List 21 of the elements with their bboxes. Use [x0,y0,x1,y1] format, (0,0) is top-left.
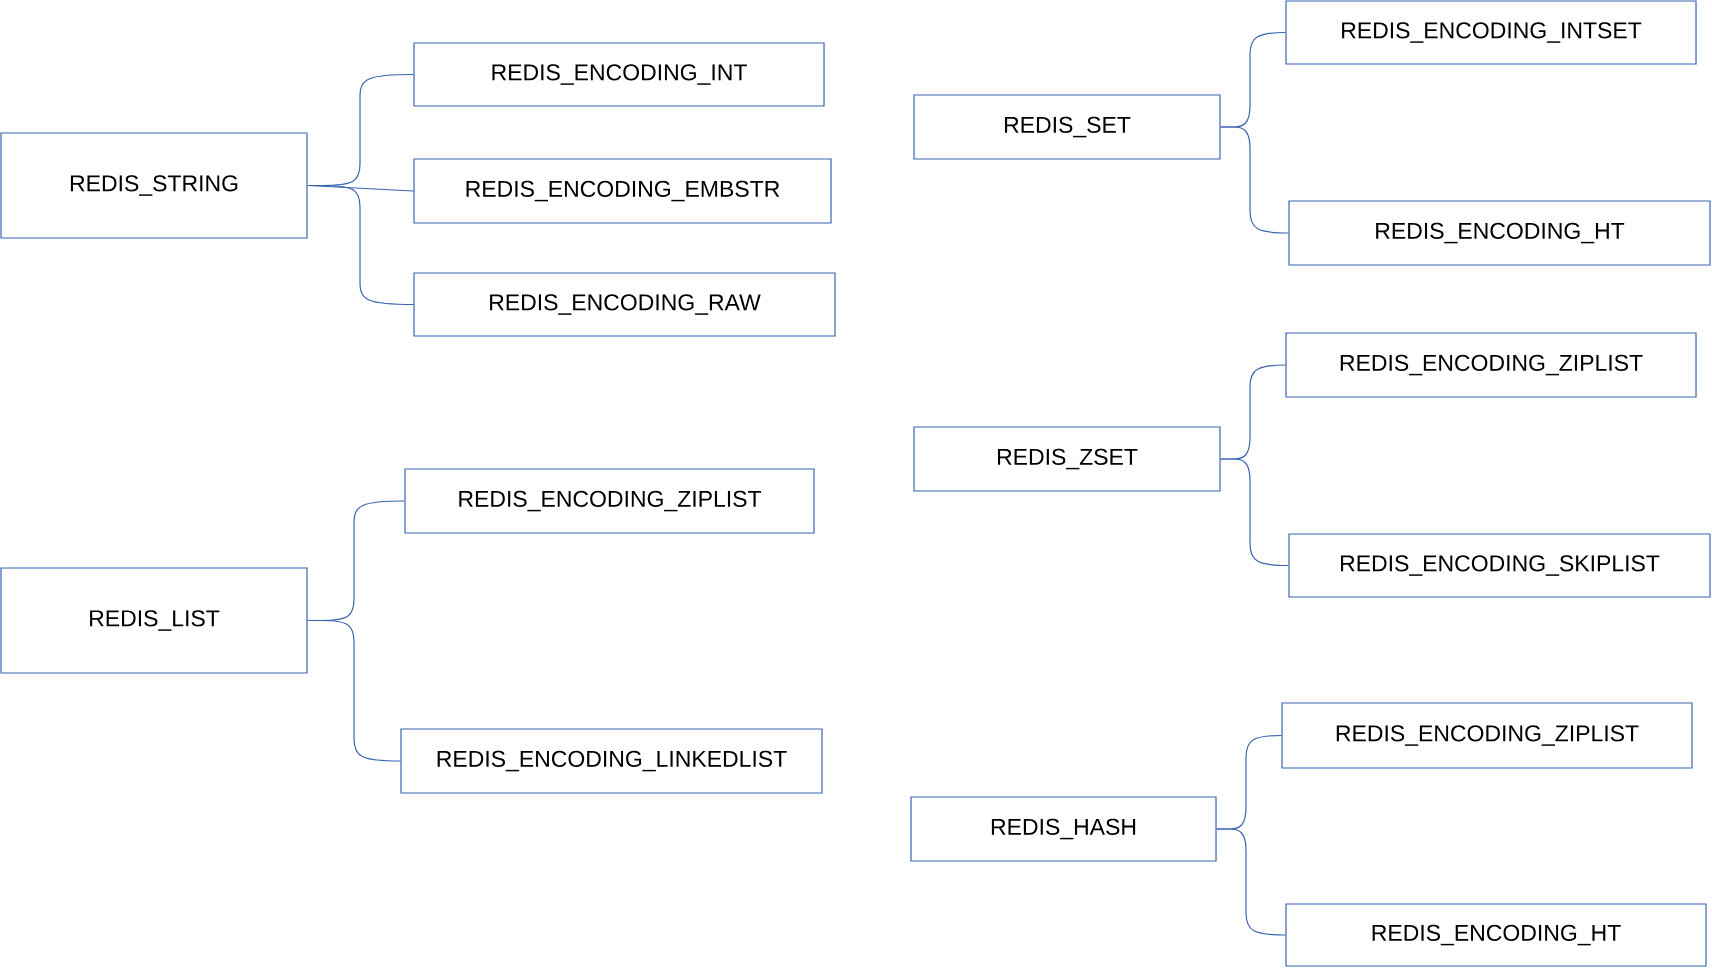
type-box: REDIS_SET [913,94,1221,160]
brace-connector [1216,828,1286,936]
type-box: REDIS_ENCODING_ZIPLIST [404,468,815,534]
type-box: REDIS_HASH [910,796,1217,862]
brace-connector [307,184,414,306]
type-box: REDIS_ZSET [913,426,1221,492]
type-box: REDIS_ENCODING_HT [1285,903,1707,967]
type-box: REDIS_ENCODING_RAW [413,272,836,337]
type-box: REDIS_ENCODING_INTSET [1285,0,1697,65]
type-box: REDIS_ENCODING_ZIPLIST [1285,332,1697,398]
type-box: REDIS_ENCODING_EMBSTR [413,158,832,224]
brace-connector [307,619,401,762]
type-box: REDIS_ENCODING_SKIPLIST [1288,533,1711,598]
brace-connector [1220,126,1289,234]
type-box: REDIS_ENCODING_HT [1288,200,1711,266]
brace-connector [1220,458,1289,567]
type-box: REDIS_ENCODING_ZIPLIST [1281,702,1693,769]
type-box: REDIS_LIST [0,567,308,674]
type-box: REDIS_STRING [0,132,308,239]
type-box: REDIS_ENCODING_LINKEDLIST [400,728,823,794]
type-box: REDIS_ENCODING_INT [413,42,825,107]
